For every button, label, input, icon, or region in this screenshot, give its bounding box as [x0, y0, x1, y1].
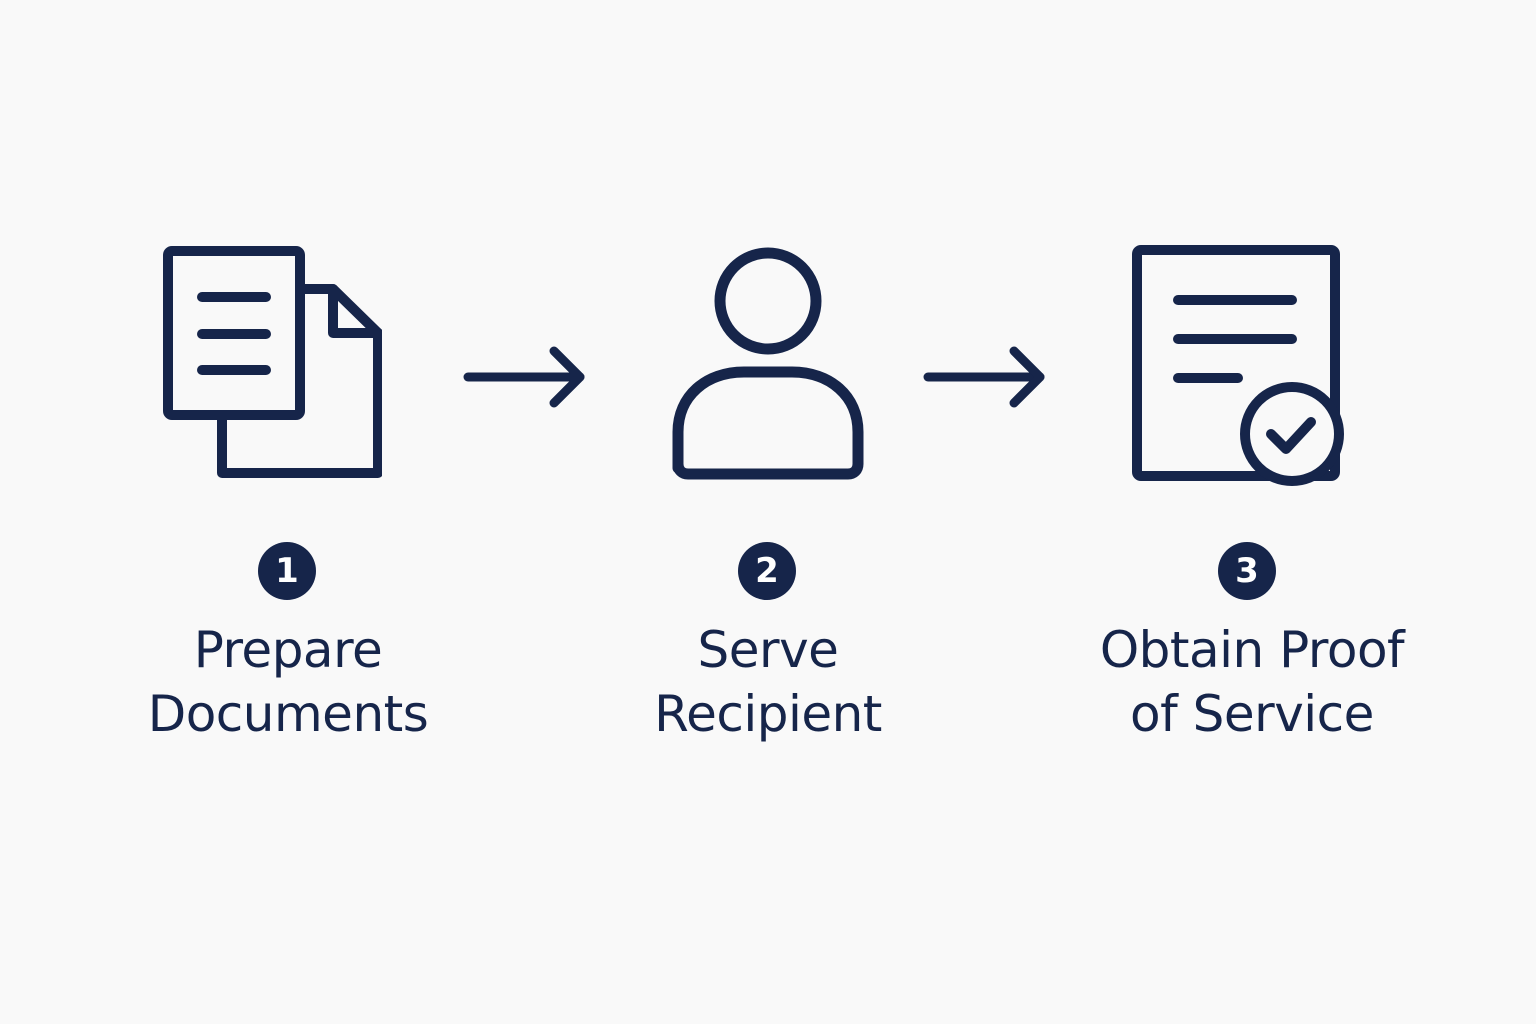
step-number-badge: 1: [258, 542, 316, 600]
step-serve-recipient: 2 Serve Recipient: [558, 0, 978, 1024]
step-label-line: of Service: [1130, 685, 1374, 743]
step-label-line: Recipient: [654, 685, 882, 743]
step-number-badge: 2: [738, 542, 796, 600]
step-label-line: Prepare: [193, 621, 383, 679]
step-label-line: Documents: [147, 685, 429, 743]
person-icon: [672, 247, 864, 480]
documents-icon: [163, 246, 382, 478]
step-label-line: Serve: [697, 621, 839, 679]
step-obtain-proof: 3 Obtain Proof of Service: [1038, 0, 1458, 1024]
document-check-icon: [1132, 245, 1344, 486]
step-label: Prepare Documents: [78, 618, 498, 746]
step-label: Obtain Proof of Service: [1042, 618, 1462, 746]
step-label-line: Obtain Proof: [1099, 621, 1405, 679]
step-number-badge: 3: [1218, 542, 1276, 600]
step-label: Serve Recipient: [558, 618, 978, 746]
step-prepare-documents: 1 Prepare Documents: [78, 0, 498, 1024]
arrow-right-icon: [923, 346, 1045, 408]
arrow-right-icon: [463, 346, 585, 408]
